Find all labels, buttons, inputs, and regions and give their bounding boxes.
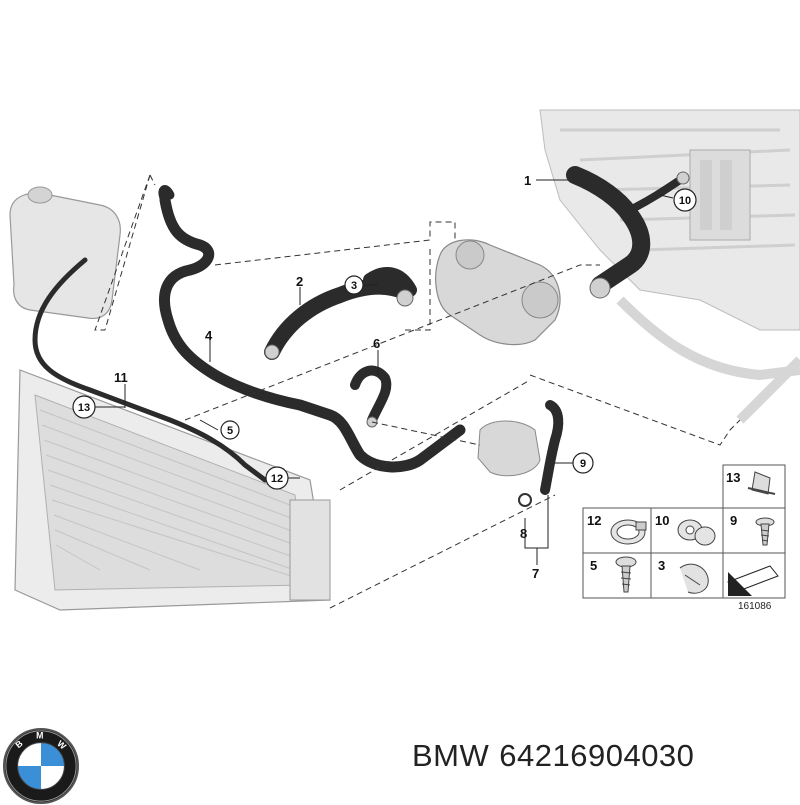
callout-7: 7 bbox=[532, 566, 539, 581]
circled-callouts: 3 5 9 10 12 13 bbox=[72, 188, 697, 490]
legend-label-3: 3 bbox=[658, 558, 665, 573]
auxiliary-pump bbox=[477, 420, 541, 477]
part-number: 64216904030 bbox=[499, 738, 695, 773]
hose-clamp-icon bbox=[610, 519, 647, 545]
callout-8: 8 bbox=[520, 526, 527, 541]
part-caption: BMW 64216904030 bbox=[412, 738, 704, 774]
callout-2: 2 bbox=[296, 274, 303, 289]
reference-number: 161086 bbox=[738, 601, 772, 612]
legend-label-9: 9 bbox=[730, 513, 737, 528]
bmw-logo: B M W bbox=[2, 727, 80, 805]
callout-12: 12 bbox=[265, 466, 289, 490]
retainer-clip-icon bbox=[679, 563, 709, 594]
legend-label-5: 5 bbox=[590, 558, 597, 573]
callout-6: 6 bbox=[373, 336, 380, 351]
svg-text:12: 12 bbox=[271, 473, 283, 485]
legend-label-10: 10 bbox=[655, 513, 669, 528]
callout-leaders bbox=[95, 179, 674, 565]
brand-name: BMW bbox=[412, 738, 490, 773]
svg-text:9: 9 bbox=[580, 458, 586, 470]
svg-text:B: B bbox=[13, 738, 24, 750]
arrow-icon bbox=[727, 565, 779, 596]
callout-9: 9 bbox=[572, 452, 594, 474]
svg-text:10: 10 bbox=[679, 195, 691, 207]
parts-legend: 13 12 10 9 5 3 bbox=[582, 464, 786, 612]
expansion-tank bbox=[9, 186, 121, 320]
engine-block bbox=[539, 109, 800, 424]
radiator bbox=[14, 369, 331, 611]
callout-10: 10 bbox=[673, 188, 697, 212]
svg-text:M: M bbox=[36, 731, 43, 741]
svg-text:5: 5 bbox=[227, 425, 233, 437]
legend-label-12: 12 bbox=[587, 513, 601, 528]
fittings bbox=[264, 171, 690, 507]
callout-13: 13 bbox=[72, 395, 96, 419]
leader-lines bbox=[94, 174, 741, 609]
callout-4: 4 bbox=[205, 328, 213, 343]
bolt-icon bbox=[615, 556, 637, 593]
callout-labels: 1 2 4 6 7 8 11 bbox=[114, 173, 539, 581]
callout-11: 11 bbox=[114, 370, 128, 385]
legend-label-13: 13 bbox=[726, 470, 740, 485]
svg-text:3: 3 bbox=[351, 280, 357, 292]
callout-5: 5 bbox=[220, 420, 240, 440]
hoses bbox=[32, 166, 684, 495]
clip-icon bbox=[747, 471, 776, 495]
callout-1: 1 bbox=[524, 173, 531, 188]
water-pump bbox=[435, 239, 561, 346]
svg-text:13: 13 bbox=[78, 402, 90, 414]
callout-3: 3 bbox=[344, 275, 364, 295]
screw-icon bbox=[755, 517, 775, 546]
double-clamp-icon bbox=[677, 519, 716, 546]
